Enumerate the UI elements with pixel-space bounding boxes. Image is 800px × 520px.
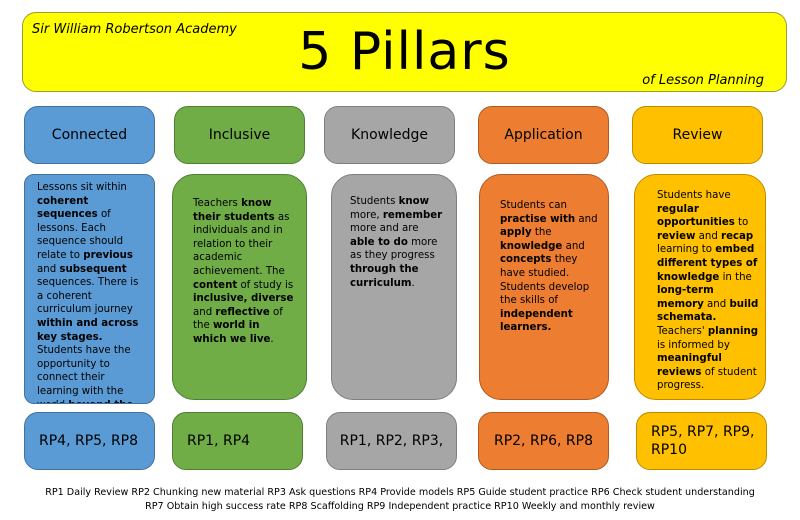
description-bold-run: regular opportunities — [657, 203, 735, 229]
description-text-run: more as they progress — [350, 236, 438, 262]
description-text-run: and — [37, 263, 60, 275]
description-text-run: of lessons. Each sequence should relate … — [37, 209, 124, 261]
description-bold-run: apply — [500, 227, 532, 239]
page-subtitle: of Lesson Planning — [642, 73, 764, 88]
description-bold-run: know their students — [193, 198, 275, 223]
description-text-run: of student progress. — [657, 366, 757, 392]
description-bold-run: subsequent — [59, 263, 127, 275]
description-text-run: and — [703, 298, 730, 310]
description-bold-run: able to do — [350, 236, 408, 248]
pillar-description-review: Students have regular opportunities to r… — [634, 174, 766, 400]
description-bold-run: reflective — [215, 306, 270, 318]
description-text-run: Students — [350, 196, 399, 207]
description-text-run: as individuals and in relation to their … — [193, 211, 290, 277]
description-bold-run: world in which we live — [193, 320, 271, 345]
rp-legend: RP1 Daily Review RP2 Chunking new materi… — [0, 486, 800, 514]
pillar-heading-label: Application — [504, 127, 583, 143]
pillar-heading-label: Review — [672, 127, 723, 143]
pillar-refs-inclusive: RP1, RP4 — [172, 412, 303, 470]
pillar-refs-label: RP1, RP4 — [187, 433, 251, 449]
description-bold-run: independent learners. — [500, 308, 573, 334]
description-text-run: to — [734, 217, 749, 229]
description-text-run: . — [270, 333, 274, 345]
description-bold-run: recap — [721, 230, 754, 242]
description-text-run: they have studied. Students develop the … — [500, 254, 590, 307]
description-bold-run: long-term memory — [657, 285, 714, 310]
rp-legend-line-1: RP1 Daily Review RP2 Chunking new materi… — [45, 487, 755, 498]
pillar-description-knowledge: Students know more, remember more and ar… — [331, 174, 457, 400]
description-text-run: Students have — [657, 190, 731, 201]
description-bold-run: previous — [83, 249, 133, 261]
description-text-run: in the — [719, 271, 752, 283]
description-text-run: learning to — [657, 244, 716, 256]
pillar-heading-inclusive: Inclusive — [174, 106, 305, 164]
page-title: 5 Pillars — [298, 22, 511, 82]
pillar-refs-knowledge: RP1, RP2, RP3, — [326, 412, 457, 470]
pillar-refs-label: RP1, RP2, RP3, — [339, 433, 444, 449]
title-banner: Sir William Robertson Academy 5 Pillars … — [22, 12, 787, 92]
description-text-run: and — [562, 240, 585, 252]
pillar-heading-application: Application — [478, 106, 609, 164]
description-text-run: and — [193, 306, 216, 318]
description-bold-run: knowledge — [500, 240, 563, 252]
pillar-heading-label: Connected — [51, 127, 128, 143]
description-bold-run: coherent sequences — [37, 195, 98, 221]
pillar-refs-label: RP5, RP7, RP9, RP10 — [651, 424, 755, 458]
pillar-heading-connected: Connected — [24, 106, 155, 164]
description-bold-run: meaningful reviews — [657, 353, 722, 378]
pillar-heading-label: Knowledge — [351, 127, 428, 143]
description-text-run: sequences. There is a coherent curriculu… — [37, 277, 139, 316]
description-bold-run: embed different types of knowledge — [657, 244, 758, 283]
pillar-heading-review: Review — [632, 106, 763, 164]
description-text-run: the — [531, 227, 552, 239]
pillar-refs-connected: RP4, RP5, RP8 — [24, 412, 155, 470]
rp-legend-line-2: RP7 Obtain high success rate RP8 Scaffol… — [145, 501, 655, 512]
description-text-run: more and are — [350, 223, 419, 235]
school-name: Sir William Robertson Academy — [32, 22, 237, 37]
description-bold-run: beyond the classroom. — [37, 400, 133, 404]
description-bold-run: within and across key stages. — [37, 317, 139, 343]
description-text-run: Students have the opportunity to connect… — [37, 345, 131, 403]
pillar-refs-review: RP5, RP7, RP9, RP10 — [636, 412, 767, 470]
description-bold-run: build schemata. — [657, 298, 759, 324]
pillar-refs-label: RP2, RP6, RP8 — [493, 433, 594, 449]
description-text-run: Students can — [500, 200, 567, 211]
pillar-description-connected: Lessons sit within coherent sequences of… — [24, 174, 155, 404]
description-text-run: of the — [193, 306, 283, 332]
description-bold-run: inclusive, diverse — [193, 293, 294, 305]
description-text-run: more, — [350, 209, 383, 221]
pillar-heading-knowledge: Knowledge — [324, 106, 455, 164]
pillar-refs-label: RP4, RP5, RP8 — [39, 433, 139, 449]
description-bold-run: content — [193, 279, 238, 291]
description-text-run: Teachers' — [657, 325, 708, 337]
description-text-run: Teachers — [193, 198, 242, 209]
description-text-run: . — [411, 277, 415, 289]
pillar-refs-application: RP2, RP6, RP8 — [478, 412, 609, 470]
description-bold-run: know — [398, 196, 430, 207]
pillar-description-application: Students can practise with and apply the… — [479, 174, 609, 400]
pillar-heading-label: Inclusive — [208, 127, 271, 143]
description-text-run: and — [695, 230, 722, 242]
pillar-description-inclusive: Teachers know their students as individu… — [172, 174, 307, 400]
description-text-run: is informed by — [657, 339, 730, 351]
description-bold-run: practise with — [500, 213, 576, 225]
description-bold-run: planning — [707, 325, 759, 337]
description-text-run: of study is — [237, 279, 294, 291]
description-text-run: Lessons sit within — [37, 182, 127, 193]
description-bold-run: through the curriculum — [350, 263, 419, 289]
description-text-run: and — [575, 213, 598, 225]
description-bold-run: review — [657, 230, 696, 242]
description-bold-run: concepts — [500, 254, 552, 266]
description-bold-run: remember — [382, 209, 443, 221]
